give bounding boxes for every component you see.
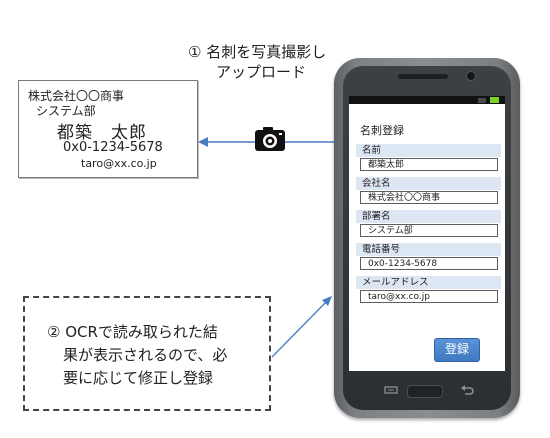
register-button[interactable]: 登録 bbox=[434, 338, 480, 362]
signal-icon bbox=[478, 98, 486, 103]
field-label-email: メールアドレス bbox=[356, 276, 501, 289]
field-label-phone: 電話番号 bbox=[356, 243, 501, 256]
card-company: 株式会社〇〇商事 bbox=[28, 89, 125, 103]
home-button[interactable] bbox=[407, 385, 443, 398]
department-field[interactable]: システム部 bbox=[360, 224, 498, 237]
step2-line2: 果が表示されるので、必 bbox=[63, 346, 228, 364]
card-name: 都築 太郎 bbox=[57, 123, 147, 143]
step2-box: ② OCRで読み取られた結 果が表示されるので、必 要に応じて修正し登録 bbox=[23, 296, 271, 411]
phone-screen: 名刺登録 名前 都築太郎 会社名 株式会社〇〇商事 部署名 システム部 電話番号… bbox=[349, 96, 505, 371]
back-icon[interactable] bbox=[460, 384, 476, 396]
step1-line2: アップロード bbox=[216, 63, 307, 81]
field-label-name: 名前 bbox=[356, 144, 501, 157]
field-label-department: 部署名 bbox=[356, 210, 501, 223]
card-phone: 0x0-1234-5678 bbox=[63, 140, 163, 155]
card-department: システム部 bbox=[36, 104, 96, 118]
step1-caption: ① 名刺を写真撮影し アップロード bbox=[188, 42, 388, 82]
phone-speaker bbox=[398, 74, 448, 79]
name-field[interactable]: 都築太郎 bbox=[360, 158, 498, 171]
card-email: taro@xx.co.jp bbox=[81, 157, 157, 170]
step2-line1: ② OCRで読み取られた結 bbox=[47, 323, 218, 341]
email-field[interactable]: taro@xx.co.jp bbox=[360, 290, 498, 303]
camera-icon bbox=[255, 127, 285, 151]
phone-field[interactable]: 0x0-1234-5678 bbox=[360, 257, 498, 270]
battery-icon bbox=[490, 97, 499, 103]
company-field[interactable]: 株式会社〇〇商事 bbox=[360, 191, 498, 204]
step1-line1: ① 名刺を写真撮影し bbox=[188, 43, 327, 61]
menu-icon[interactable] bbox=[384, 386, 398, 394]
field-label-company: 会社名 bbox=[356, 177, 501, 190]
status-bar bbox=[349, 96, 505, 104]
front-camera bbox=[466, 71, 476, 81]
step2-line3: 要に応じて修正し登録 bbox=[63, 369, 214, 387]
business-card: 株式会社〇〇商事 システム部 都築 太郎 0x0-1234-5678 taro@… bbox=[18, 80, 198, 178]
app-title: 名刺登録 bbox=[360, 124, 404, 137]
arrow-up-right-icon bbox=[271, 296, 332, 358]
